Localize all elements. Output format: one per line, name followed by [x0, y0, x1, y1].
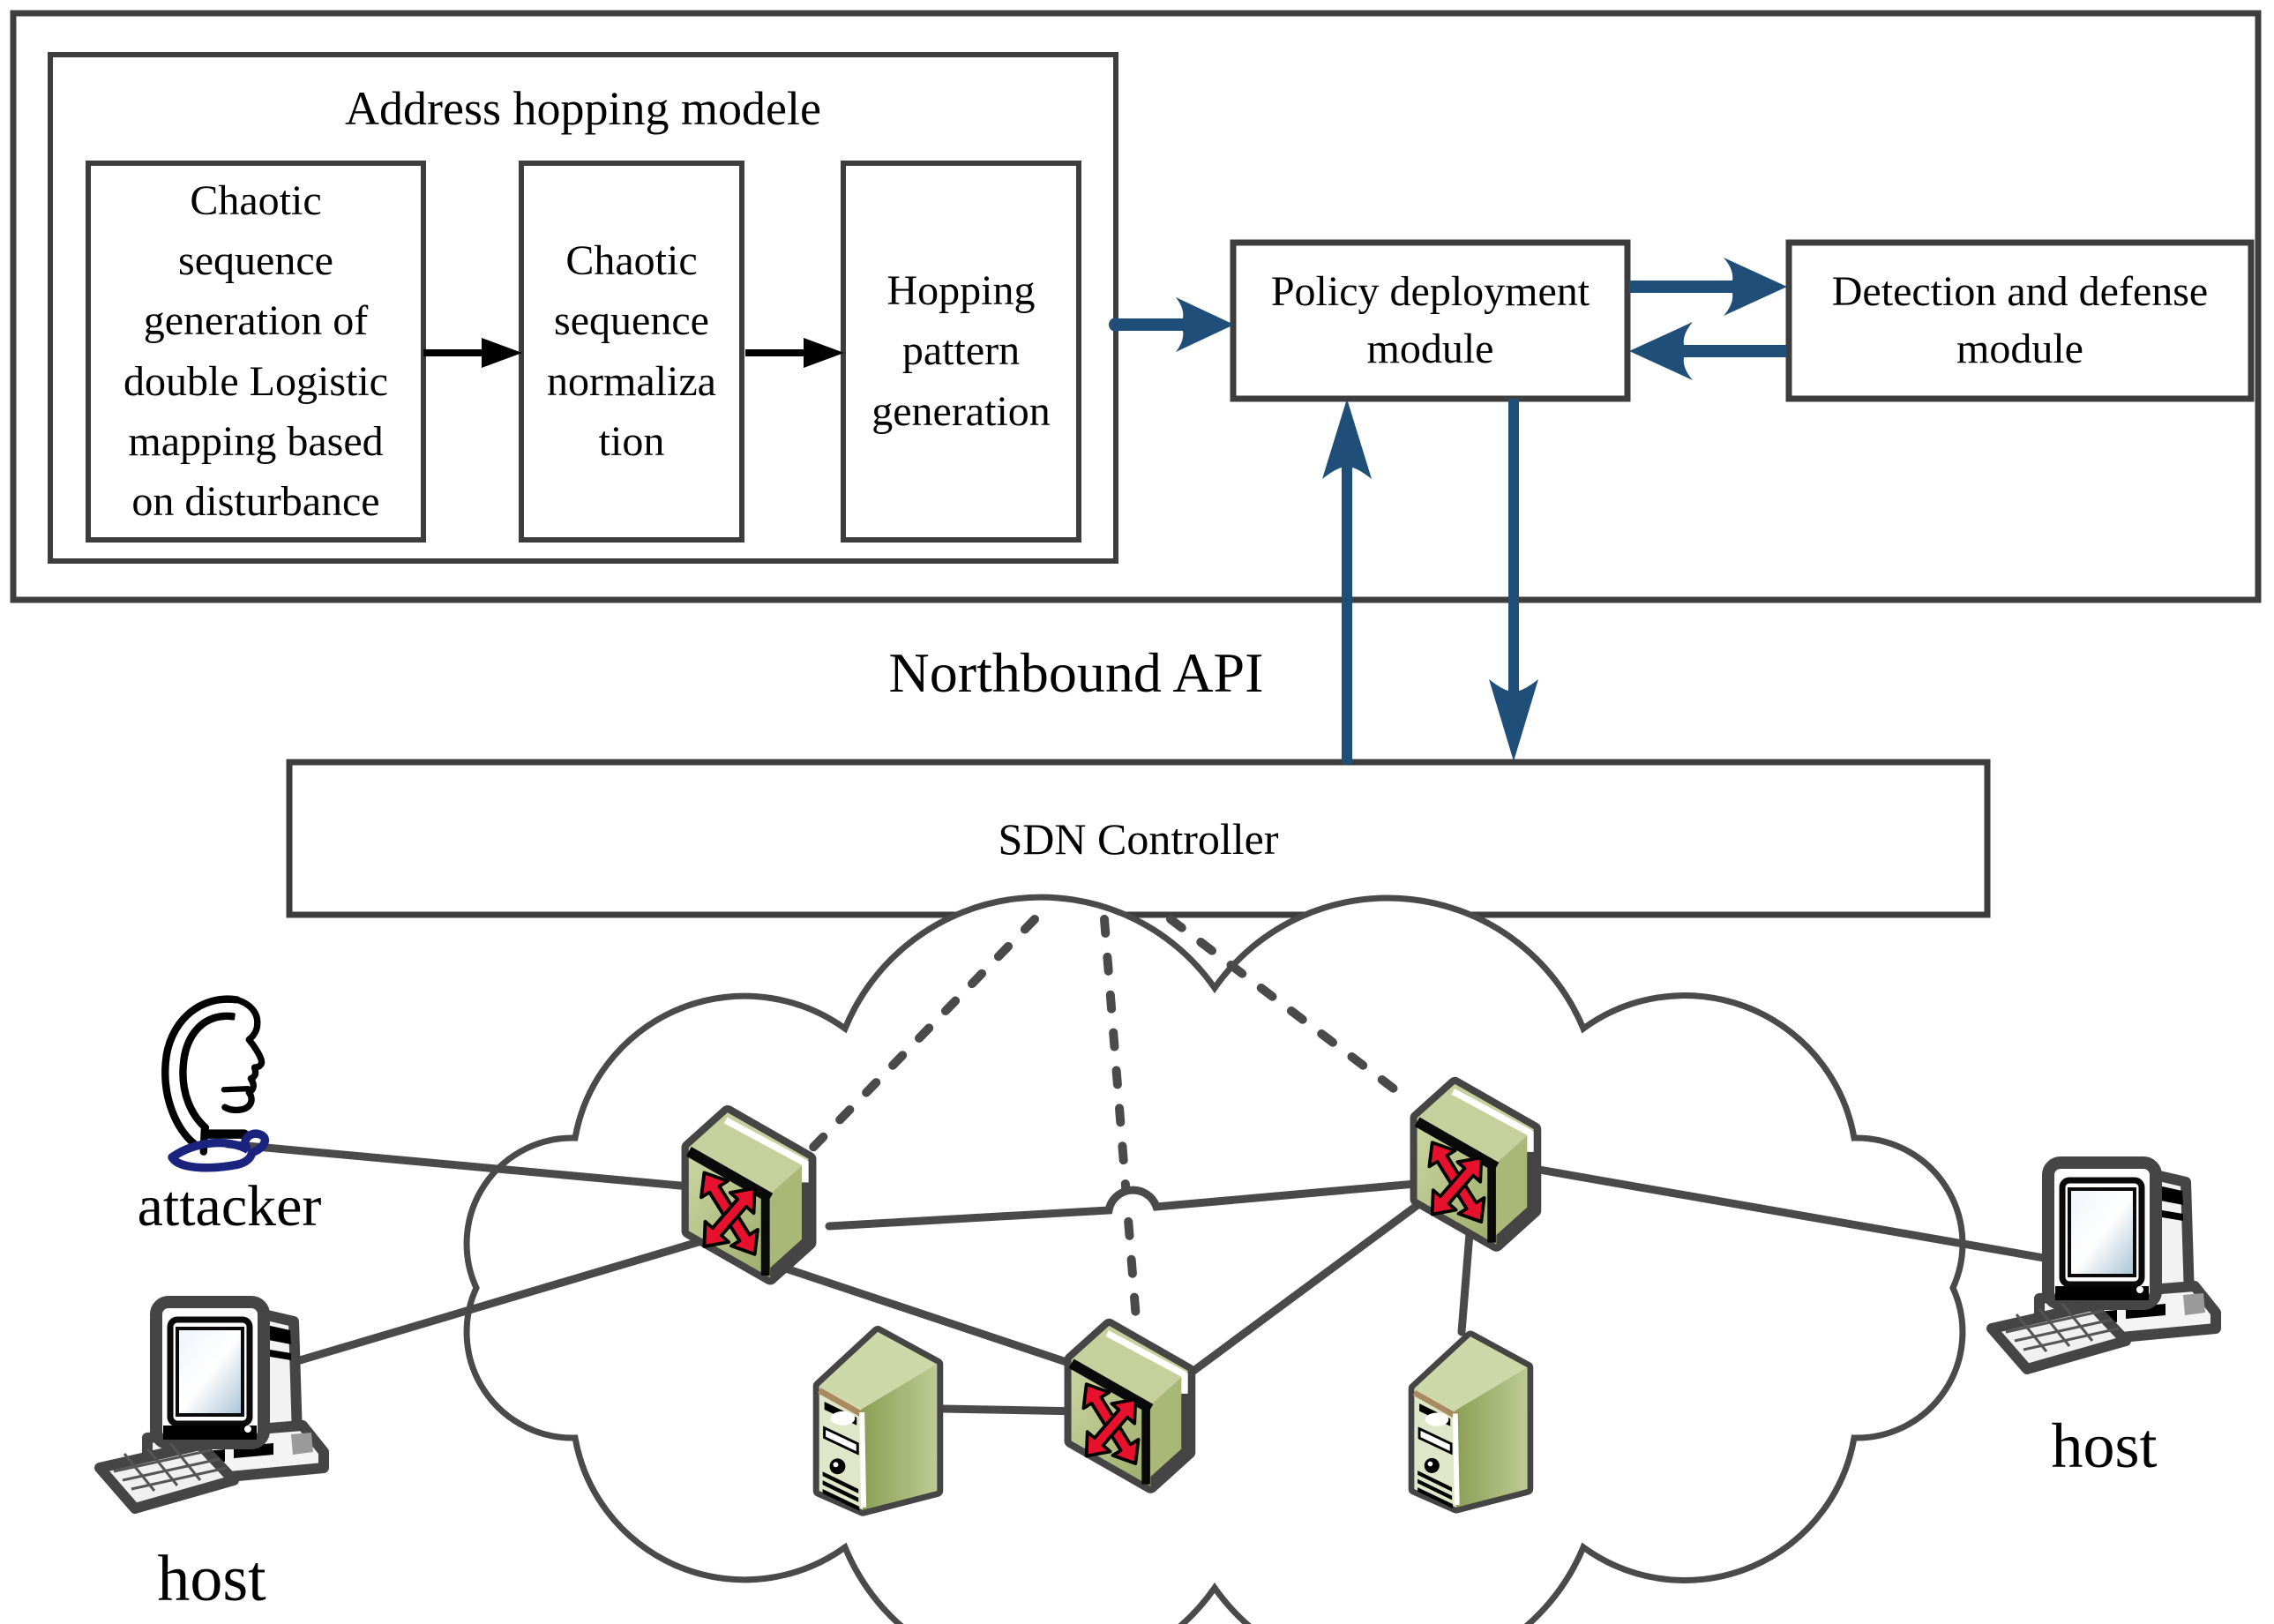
arrow-policy-to-sdn — [1489, 399, 1538, 761]
address-hopping-module-title: Address hopping modele — [345, 82, 821, 135]
link-switchR-server — [1457, 1229, 1474, 1336]
control-link-left — [794, 915, 1039, 1167]
arrow-policy-to-detection — [1629, 258, 1787, 316]
detection-defense-box — [1785, 239, 2255, 402]
blue-arrows — [1109, 258, 1787, 764]
chaotic-generation-label: Chaotic sequence generation of double Lo… — [123, 177, 388, 525]
link-switchM-switchR — [1182, 1194, 1432, 1381]
hopping-pattern-box — [841, 161, 1081, 543]
chaotic-generation-box — [86, 161, 426, 543]
link-hostleft-switch — [287, 1232, 721, 1367]
policy-deployment-label: Policy deployment module — [1270, 267, 1590, 372]
host-right-label: host — [2051, 1411, 2158, 1481]
arrow-detection-to-policy — [1629, 322, 1787, 380]
link-switchL-switchR — [825, 1179, 1420, 1231]
flow-arrow — [745, 338, 844, 368]
detection-defense-label: Detection and defense module — [1831, 267, 2209, 372]
control-link-right — [1166, 915, 1413, 1104]
host-left-label: host — [157, 1543, 266, 1615]
sdn-controller-box — [286, 759, 1991, 918]
link-switchR-hostright — [1535, 1165, 2068, 1266]
chaotic-normalization-label: Chaotic sequence normaliza tion — [547, 237, 716, 465]
chaotic-normalization-box — [519, 161, 744, 543]
link-attacker-switch — [223, 1140, 761, 1197]
link-switchL-switchM — [779, 1263, 1103, 1377]
network-cloud-shape — [463, 894, 1966, 1624]
link-server-switchM — [938, 1404, 1088, 1416]
hopping-pattern-label: Hopping pattern generation — [871, 267, 1051, 435]
host-icon-left — [100, 1302, 324, 1508]
sdn-controller-label: SDN Controller — [998, 813, 1279, 864]
control-link-middle — [1100, 915, 1141, 1335]
arrow-sdn-to-policy — [1322, 399, 1372, 764]
host-icon-right — [1992, 1163, 2216, 1369]
attacker-label: attacker — [137, 1174, 322, 1239]
flow-arrow — [423, 338, 522, 368]
northbound-api-label: Northbound API — [888, 641, 1264, 704]
policy-deployment-box — [1230, 239, 1631, 402]
arrow-hopping-to-policy — [1116, 297, 1234, 352]
